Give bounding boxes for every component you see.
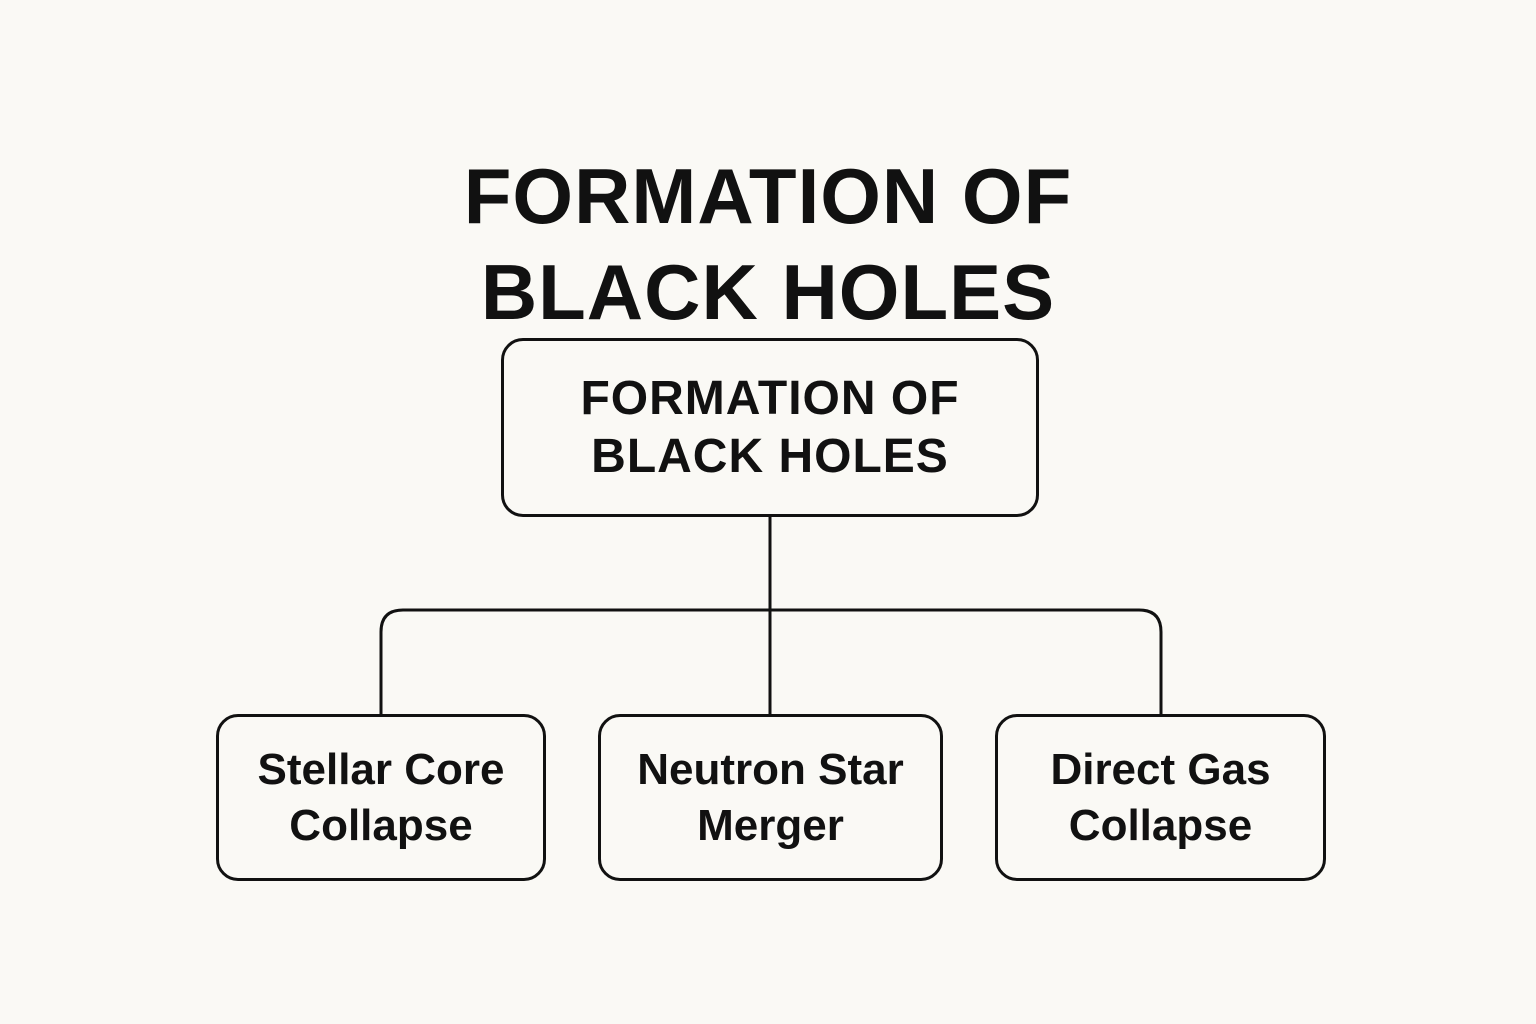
title-line-2: BLACK HOLES bbox=[480, 248, 1056, 337]
child-node-stellar-core-collapse: Stellar Core Collapse bbox=[216, 714, 546, 881]
title-line-1: FORMATION OF bbox=[463, 152, 1073, 241]
child-node-label-line-1: Direct Gas bbox=[1050, 744, 1271, 794]
child-node-label-line-1: Stellar Core bbox=[257, 744, 505, 794]
child-node-label-line-2: Merger bbox=[697, 800, 844, 850]
child-node-label-line-2: Collapse bbox=[289, 800, 473, 850]
root-node-line-1: FORMATION OF bbox=[580, 371, 960, 425]
diagram-title: FORMATION OF BLACK HOLES bbox=[0, 148, 1536, 340]
branch-bar-connector bbox=[379, 608, 1163, 714]
child-node-neutron-star-merger: Neutron Star Merger bbox=[598, 714, 943, 881]
child-node-direct-gas-collapse: Direct Gas Collapse bbox=[995, 714, 1326, 881]
root-node: FORMATION OF BLACK HOLES bbox=[501, 338, 1039, 517]
child-node-label-line-2: Collapse bbox=[1068, 800, 1253, 850]
root-node-line-2: BLACK HOLES bbox=[591, 429, 949, 483]
child-node-label-line-1: Neutron Star bbox=[637, 744, 904, 794]
